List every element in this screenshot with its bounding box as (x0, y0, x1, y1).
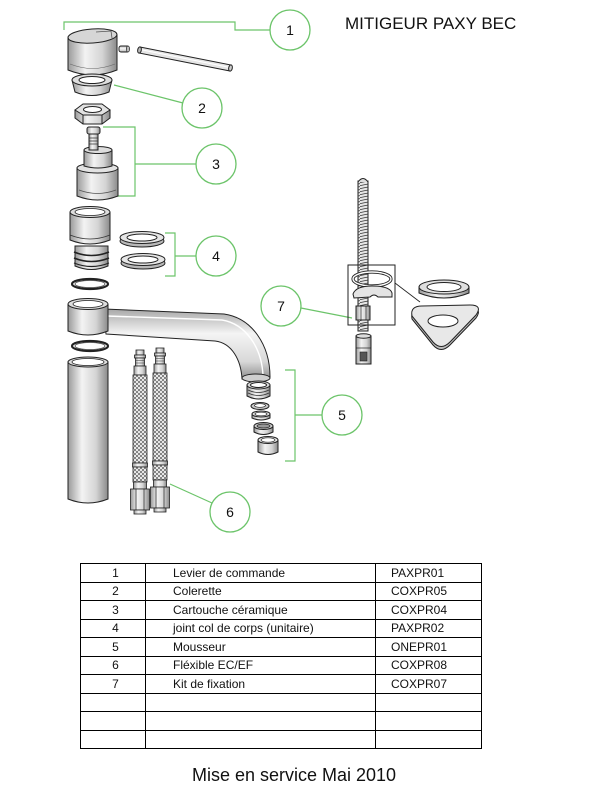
callout-number: 4 (212, 248, 220, 264)
part-number: 5 (80, 637, 146, 657)
part-name: Levier de commande (145, 563, 376, 583)
leader-4 (165, 232, 196, 277)
flexible-hose-right (150, 347, 170, 513)
callout-2: 2 (181, 87, 223, 129)
part-number: 1 (80, 563, 146, 583)
fixation-washer (418, 279, 470, 299)
oring-top (70, 277, 110, 291)
aerator-washer (250, 402, 270, 410)
leader-2 (113, 84, 184, 104)
fixation-kit (347, 178, 479, 365)
part-number: 4 (80, 618, 146, 638)
oring-bottom (70, 339, 110, 353)
part-reference: COXPR07 (375, 674, 482, 694)
part-name: Cartouche céramique (145, 600, 376, 620)
callout-number: 7 (277, 298, 285, 314)
empty-cell (145, 692, 376, 712)
part-reference: COXPR04 (375, 600, 482, 620)
service-date: Mise en service Mai 2010 (191, 765, 397, 785)
hex-nut (74, 103, 111, 125)
spout (103, 308, 271, 383)
fixation-nut (355, 305, 371, 321)
table-row: 2 Colerette COXPR05 (80, 581, 482, 601)
part-reference: PAXPR02 (375, 618, 482, 638)
lever-pin (118, 45, 130, 53)
table-row: 4 joint col de corps (unitaire) PAXPR02 (80, 618, 482, 638)
leader-6 (169, 483, 213, 504)
fixation-plate (411, 304, 479, 350)
callout-number: 2 (198, 100, 206, 116)
leader-1 (63, 21, 270, 31)
spout-body (67, 298, 109, 336)
body-oring-upper (119, 231, 165, 248)
empty-cell (80, 711, 146, 731)
empty-cell (80, 692, 146, 712)
body-tube (67, 356, 109, 504)
empty-cell (375, 729, 482, 749)
empty-cell (375, 711, 482, 731)
fork-plate (352, 285, 393, 299)
callout-6: 6 (209, 491, 251, 533)
callout-1: 1 (269, 9, 311, 51)
table-row: 1 Levier de commande PAXPR01 (80, 563, 482, 583)
callout-3: 3 (195, 143, 237, 185)
part-name: Fléxible EC/EF (145, 655, 376, 675)
table-row-empty (80, 729, 482, 749)
aerator-insert (253, 422, 274, 435)
part-reference: ONEPR01 (375, 637, 482, 657)
exploded-diagram: 1 2 3 4 5 6 7 (63, 9, 479, 533)
page-title: MITIGEUR PAXY BEC (345, 14, 517, 33)
flexible-hose-left (130, 349, 150, 515)
table-row-empty (80, 692, 482, 712)
fixation-frame (347, 264, 396, 326)
fixation-link-line (394, 282, 421, 303)
aerator-ring (251, 410, 271, 421)
part-name: Mousseur (145, 637, 376, 657)
leader-5 (285, 369, 322, 462)
leader-3 (103, 126, 196, 197)
coupling-nut (355, 333, 372, 365)
threaded-rod (357, 178, 369, 332)
body-oring-lower (120, 253, 166, 270)
part-reference: COXPR05 (375, 581, 482, 601)
empty-cell (375, 692, 482, 712)
part-name: Colerette (145, 581, 376, 601)
table-row: 6 Fléxible EC/EF COXPR08 (80, 655, 482, 675)
callout-number: 6 (226, 504, 234, 520)
aerator-cap (257, 436, 279, 455)
table-row-empty (80, 711, 482, 731)
callout-7: 7 (260, 285, 302, 327)
body-sleeve (69, 206, 111, 270)
table-row: 3 Cartouche céramique COXPR04 (80, 600, 482, 620)
part-number: 6 (80, 655, 146, 675)
part-name: joint col de corps (unitaire) (145, 618, 376, 638)
callout-number: 5 (338, 407, 346, 423)
part-reference: COXPR08 (375, 655, 482, 675)
part-reference: PAXPR01 (375, 563, 482, 583)
aerator-threaded-ring (246, 380, 271, 400)
ceramic-cartridge (76, 126, 119, 201)
callout-number: 1 (286, 22, 294, 38)
part-name: Kit de fixation (145, 674, 376, 694)
table-row: 7 Kit de fixation COXPR07 (80, 674, 482, 694)
leader-7 (300, 307, 353, 319)
empty-cell (80, 729, 146, 749)
lever-cap (67, 28, 118, 76)
empty-cell (145, 711, 376, 731)
callout-leaders (63, 21, 353, 504)
lever-rod (137, 46, 233, 72)
aerator-parts (246, 380, 279, 455)
callout-number: 3 (212, 156, 220, 172)
empty-cell (145, 729, 376, 749)
callout-4: 4 (195, 235, 237, 277)
part-number: 7 (80, 674, 146, 694)
colerette (71, 73, 113, 96)
parts-table: 1 Levier de commande PAXPR01 2 Colerette… (80, 563, 482, 749)
part-number: 2 (80, 581, 146, 601)
table-row: 5 Mousseur ONEPR01 (80, 637, 482, 657)
part-number: 3 (80, 600, 146, 620)
callout-5: 5 (321, 394, 363, 436)
